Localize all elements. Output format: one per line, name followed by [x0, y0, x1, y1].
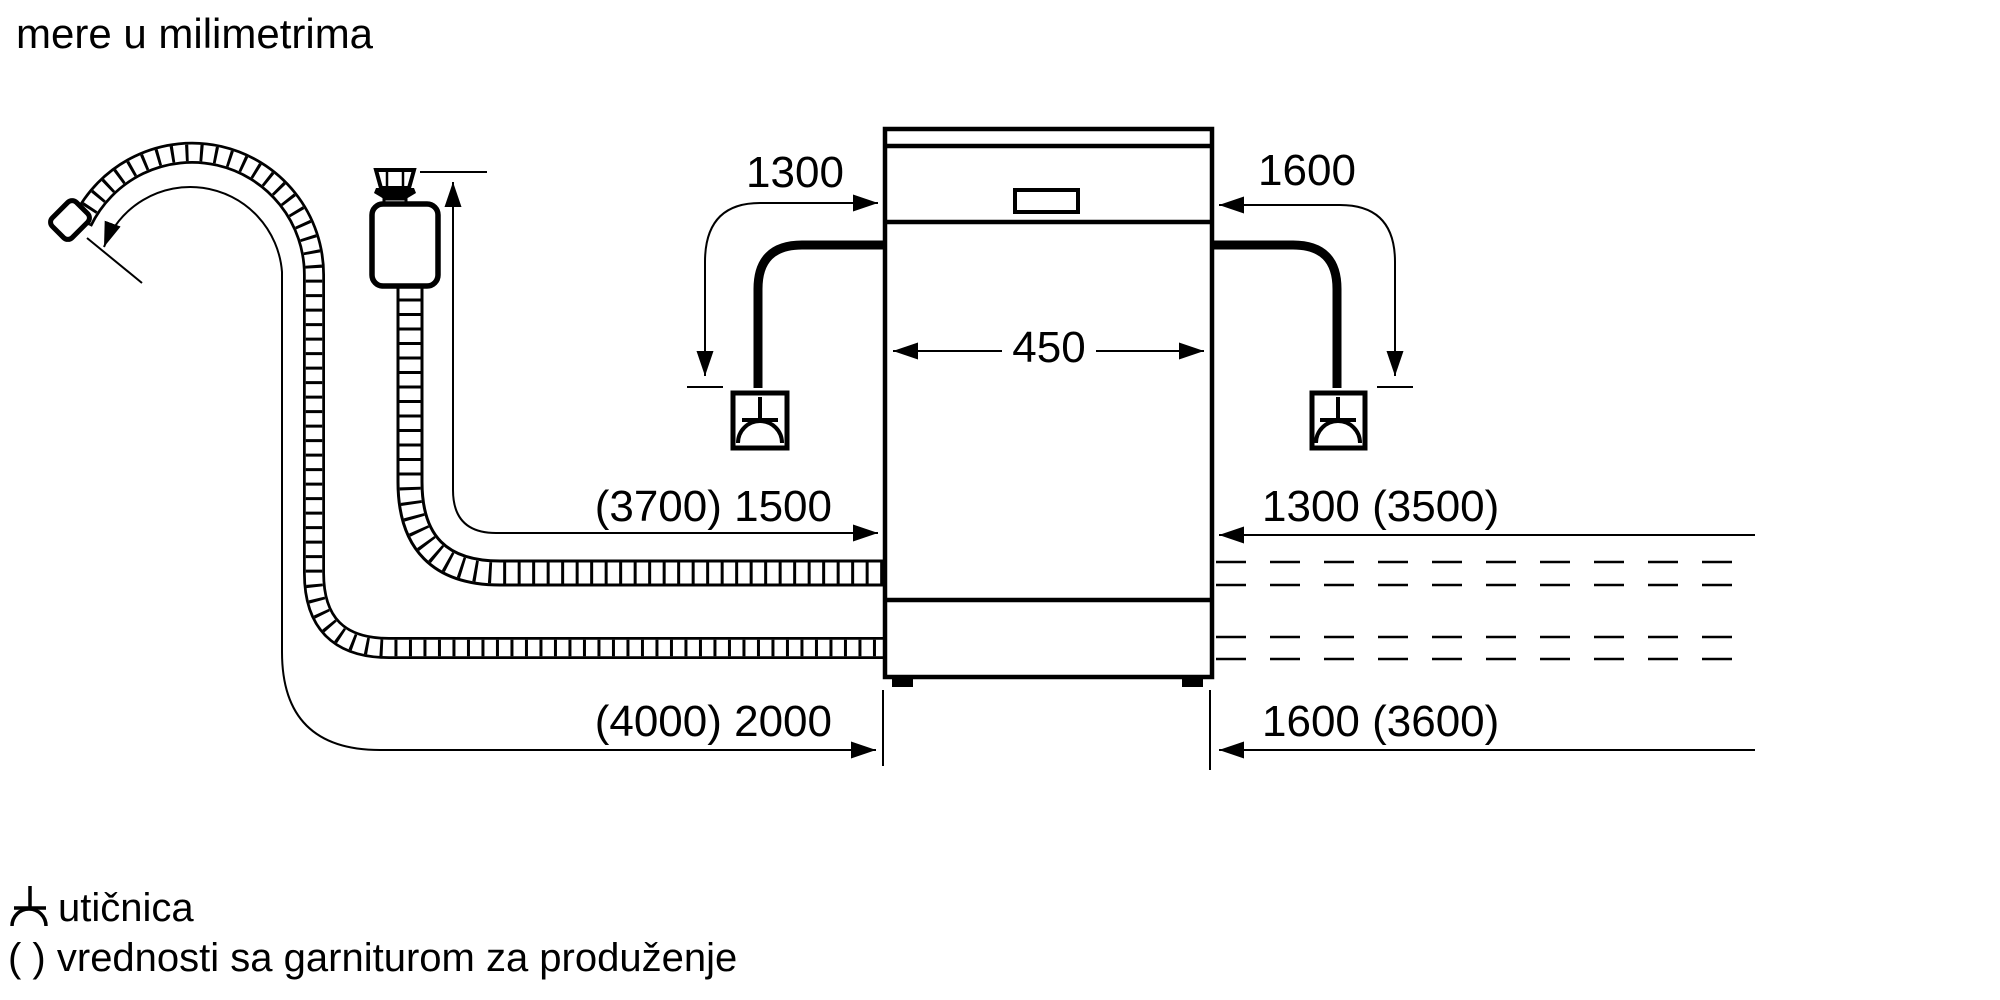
dimension-cord-right: 1600 [1219, 146, 1413, 388]
drain-hose-nozzle [48, 198, 92, 242]
dim-drain-right-label: 1600 (3600) [1262, 697, 1499, 746]
socket-icon-left [736, 397, 784, 444]
dim-supply-right-label: 1300 (3500) [1262, 482, 1499, 531]
legend-socket-icon [10, 886, 48, 927]
valve-body [369, 201, 441, 289]
power-cord-left [753, 240, 885, 388]
aquastop-valve [369, 168, 441, 289]
dimension-width: 450 [893, 323, 1204, 372]
dim-width-label: 450 [1012, 323, 1085, 372]
dim-cord-right-label: 1600 [1258, 146, 1356, 195]
dimension-drain-left: (4000) 2000 [86, 186, 884, 766]
legend-socket-label: utičnica [58, 886, 194, 930]
dim-supply-left-label: (3700) 1500 [595, 482, 832, 531]
dimension-cord-left: 1300 [687, 148, 878, 388]
foot-left [892, 677, 913, 687]
valve-washer [374, 188, 416, 199]
drain-hose [48, 141, 885, 659]
supply-hose [396, 284, 885, 587]
door-handle [1013, 188, 1080, 214]
dim-cord-left-label: 1300 [746, 148, 844, 197]
socket-icon-right [1314, 397, 1362, 444]
dimension-drain-right: 1600 (3600) [1209, 690, 1755, 770]
socket-right [1309, 390, 1368, 451]
legend: utičnica ( ) vrednosti sa garniturom za … [8, 886, 737, 980]
dimension-supply-left: (3700) 1500 [420, 171, 878, 542]
dim-drain-left-label: (4000) 2000 [595, 697, 832, 746]
legend-parentheses-label: ( ) vrednosti sa garniturom za produženj… [8, 936, 737, 980]
foot-right [1182, 677, 1203, 687]
hose-continuation-dashed [1216, 560, 1755, 661]
power-cord-right [1212, 240, 1342, 388]
valve-nut [373, 168, 417, 190]
page-title: mere u milimetrima [16, 10, 374, 57]
dishwasher [882, 126, 1215, 687]
socket-left [730, 390, 790, 451]
dimension-supply-right: 1300 (3500) [1219, 482, 1755, 544]
